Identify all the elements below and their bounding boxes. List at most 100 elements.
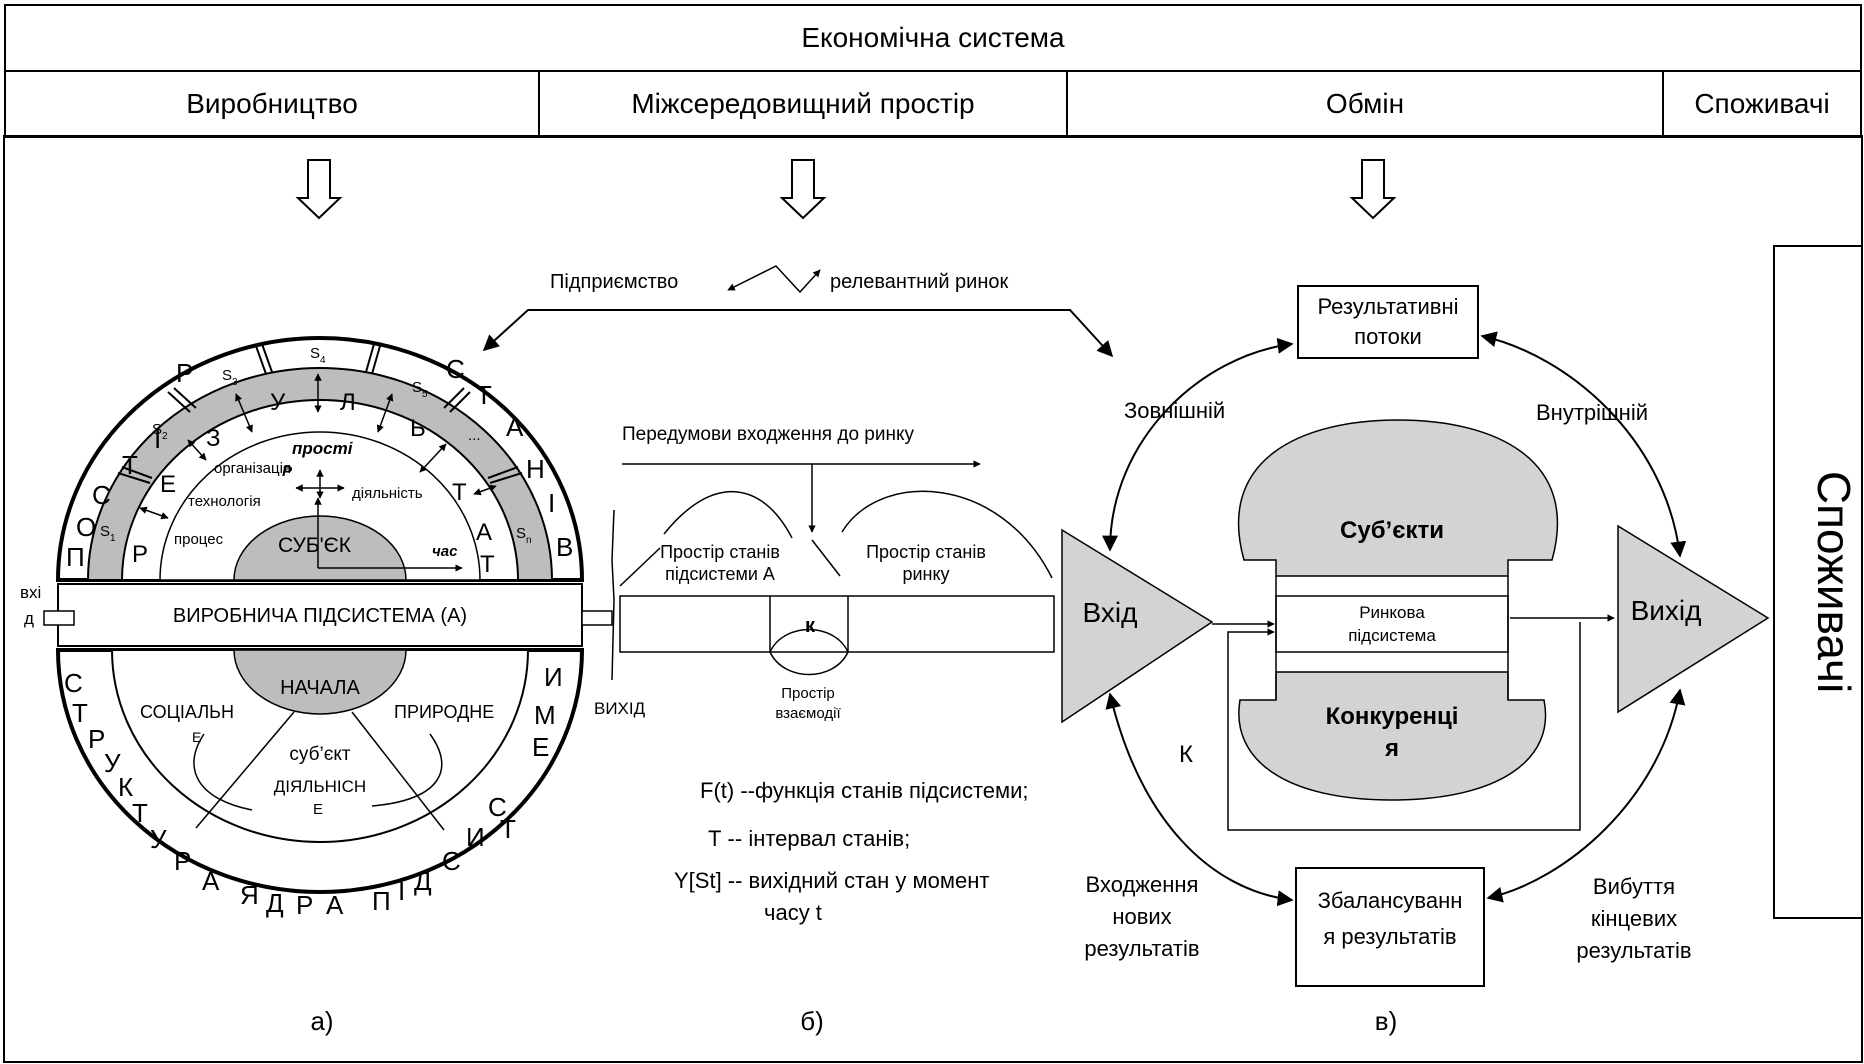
ring-letter: С [64,668,83,698]
output-label: Вихід [1631,595,1702,626]
ring-letter: Р [176,358,193,388]
ring-letter: О [76,512,96,542]
ring-letters-outer: П О С Т І Р С Т А Н І В [66,354,573,572]
interaction-label: Простір [781,685,835,702]
s-label: S5 [412,379,428,400]
ring-letters-result: Р Е З У Л Ь Т А Т [132,389,495,578]
input-triangle [1061,528,1214,724]
subsystem-label: ВИРОБНИЧА ПІДСИСТЕМА (А) [173,605,467,627]
ring-letter: Т [132,798,148,828]
exit-label: кінцевих [1591,906,1677,931]
balancing-label: я результатів [1323,924,1456,949]
ring-letter: Т [452,479,467,506]
preconditions-label: Передумови входження до ринку [622,424,915,445]
entering-label: нових [1112,904,1171,929]
s-label: S4 [310,345,326,366]
ring-letter: Р [296,890,313,920]
p-label: P [282,463,293,480]
market-label: релевантний ринок [830,271,1009,293]
ring-letter: І [398,876,405,906]
exit-label: результатів [1576,938,1691,963]
down-arrow-icon [295,159,343,220]
ring-letter: Е [160,471,176,498]
inner-ring [159,431,481,581]
ring-letter: Н [526,454,545,484]
state-space-market: ринку [902,564,949,584]
s-label: S3 [222,367,238,388]
social-label: СОЦІАЛЬН [140,702,234,722]
enterprise-label: Підприємство [550,271,678,293]
ring-letter: Т [500,814,516,844]
input-connector [43,610,75,626]
ring-letter: Ь [410,415,426,442]
ring-letter: Р [174,846,191,876]
s-label: S2 [152,421,168,442]
ring-letter: У [150,824,167,854]
s-label: S1 [100,523,116,544]
ring-letter: М [534,700,556,730]
ring-letter: І [548,488,555,518]
column-consumers: Споживачі [1662,70,1862,138]
subject-activity-label: Е [313,801,323,818]
ring-letter: П [66,542,85,572]
results-flows-label: Результативні [1317,294,1458,319]
balancing-label: Збалансуванн [1318,888,1463,913]
technology-label: технологія [188,493,261,510]
entering-arc [1105,692,1294,907]
panel-a: П О С Т І Р С Т А Н І В Р Е З У Л Ь [20,336,613,1036]
ring-letter: С [92,480,111,510]
input-label: вхі [20,583,41,602]
s-label: ... [468,427,481,444]
ring-letter: А [202,866,220,896]
formula-line: Y[St] -- вихідний стан у момент [674,868,990,893]
ring-letter: Р [132,541,148,568]
ring-letter: С [446,354,465,384]
competition-label: Конкуренці [1326,703,1459,730]
ring-letter: Р [88,724,105,754]
ring-letter: З [206,425,221,452]
column-label: Обмін [1325,88,1405,119]
state-space-market: Простір станів [866,542,986,562]
wave-m [841,490,1053,579]
ring-letter: И [544,662,563,692]
subsystem-bar [57,583,583,647]
column-interspace: Міжсередовищний простір [538,70,1068,138]
market-subsystem-label: Ринкова [1359,603,1425,622]
balancing-box [1295,867,1485,987]
output-connector [581,610,613,626]
ring-letter: Т [480,551,495,578]
panel-c: Результативні потоки Зовнішній Внутрішні… [1061,245,1863,1036]
exit-label: Вибуття [1593,874,1675,899]
organization-label: організація [214,460,291,477]
formula-line: Т -- інтервал станів; [708,826,910,851]
column-label: Виробництво [186,88,358,119]
process-label: процес [174,531,224,548]
social-label: Е [192,729,201,745]
ring-letter: Д [266,888,284,918]
ring-letter: Д [414,866,432,896]
subjects-label: Суб’єкти [1340,517,1444,544]
external-arc [1102,337,1294,552]
ring-separators [117,343,523,484]
ring-letter: Е [532,732,549,762]
prosti-label: прості [292,439,354,458]
title-box: Економічна система [4,4,1862,72]
competition-label: я [1384,735,1399,762]
state-bar [619,595,1055,653]
external-label: Зовнішній [1124,398,1225,423]
activity-label: діяльність [352,485,423,502]
ring-letter: И [466,822,485,852]
exit-arc [1486,688,1686,903]
s-label: Sn [516,525,532,546]
ring-letter: К [118,772,133,802]
caption-c: в) [1375,1006,1397,1036]
ring-arrows [139,373,497,520]
ring-letters-bottom: С Т Р У К Т У Р А Я Д Р А П І Д С И С Т [64,662,563,920]
nachala-dome [233,649,407,715]
diagram-title: Економічна система [801,22,1065,53]
market-subsystem-label: підсистема [1348,626,1436,645]
output-triangle [1617,524,1770,714]
caption-a: а) [310,1006,333,1036]
